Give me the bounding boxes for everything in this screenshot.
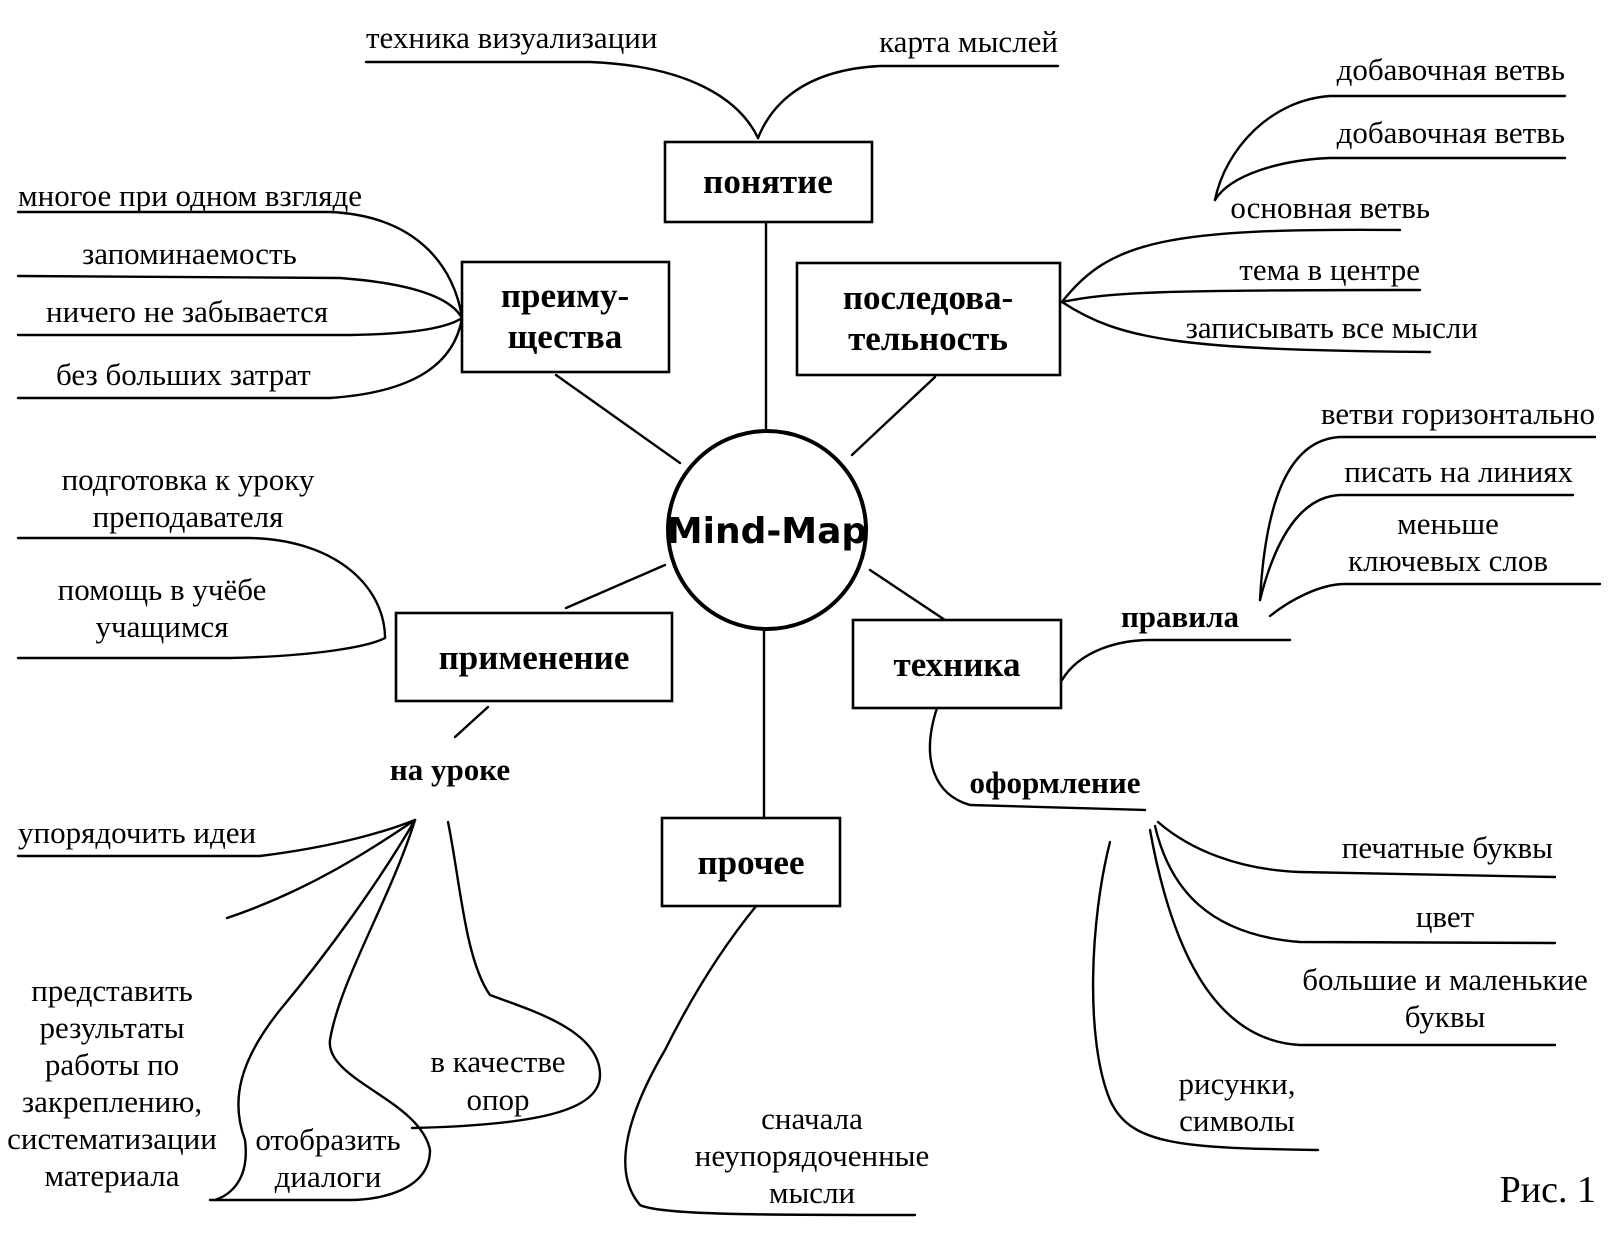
center-circle <box>666 429 868 631</box>
node-box-advantages <box>460 260 671 374</box>
center-label: Mind-Map <box>667 511 867 552</box>
leaf-lesson-2-line-6: материала <box>44 1158 179 1193</box>
node-label-sequence-1: последова- <box>843 278 1013 317</box>
leaf-lesson-2-line-5: систематизации <box>7 1121 217 1156</box>
link-app-lesson <box>453 705 490 739</box>
node-label-advantages-1: преиму- <box>501 276 629 315</box>
leaf-lesson-2-line-4: закреплению, <box>22 1084 202 1119</box>
leaf-rules-3-line-2: ключевых слов <box>1348 543 1548 578</box>
leaf-adv-1: многое при одном взгляде <box>18 178 362 213</box>
connector-lines <box>16 60 1602 1217</box>
leaf-seq-main: основная ветвь <box>1230 190 1430 225</box>
sub-label-lesson: на уроке <box>390 752 510 787</box>
leaf-app-1-line-2: преподавателя <box>93 499 284 534</box>
branch-lesson-2 <box>213 818 417 1202</box>
leaf-app-2-line-1: помощь в учёбе <box>58 572 267 607</box>
spoke-advantages <box>554 373 682 465</box>
figure-caption: Рис. 1 <box>1500 1169 1596 1211</box>
link-tech-rules <box>1060 638 1292 682</box>
node-label-other: прочее <box>697 843 804 882</box>
node-box-concept <box>663 140 874 224</box>
leaf-seq-theme: тема в центре <box>1239 252 1420 287</box>
node-label-sequence-2: тельность <box>848 319 1008 358</box>
node-label-concept: понятие <box>703 162 833 201</box>
leaf-seq-extra-1: добавочная ветвь <box>1337 52 1565 87</box>
branch-lesson-3 <box>208 818 432 1202</box>
branch-adv-2 <box>16 274 464 320</box>
leaf-app-2-line-2: учащимся <box>96 609 229 644</box>
leaf-design-3-line-2: буквы <box>1405 999 1486 1034</box>
leaf-adv-3: ничего не забывается <box>46 294 328 329</box>
spoke-sequence <box>850 375 937 457</box>
node-box-application <box>394 611 674 703</box>
leaf-adv-4: без больших затрат <box>56 357 311 392</box>
leaf-seq-write: записывать все мысли <box>1186 310 1478 345</box>
branch-adv-3 <box>16 316 464 337</box>
branch-seq-main <box>1060 228 1402 304</box>
branch-design-3 <box>1148 828 1557 1047</box>
branch-concept-visualization <box>364 60 760 140</box>
branch-design-1 <box>1156 820 1557 879</box>
branch-lesson-4 <box>410 820 602 1130</box>
leaf-design-4-line-2: символы <box>1179 1103 1295 1138</box>
branch-seq-extra-1 <box>1213 94 1567 202</box>
leaf-rules-2: писать на линиях <box>1344 454 1573 489</box>
leaf-lesson-1: упорядочить идеи <box>18 815 256 850</box>
leaf-app-1-line-1: подготовка к уроку <box>62 462 315 497</box>
node-label-application: применение <box>439 638 630 677</box>
branch-rules-1 <box>1258 435 1597 602</box>
sub-label-design: оформление <box>970 765 1141 800</box>
leaf-lesson-2-line-2: результаты <box>39 1010 184 1045</box>
leaf-concept-visualization: техника визуализации <box>366 20 657 55</box>
leaf-lesson-2-line-3: работы по <box>45 1047 179 1082</box>
leaf-other-line-2: неупорядоченные <box>695 1138 930 1173</box>
leaf-design-2: цвет <box>1416 899 1475 934</box>
leaf-other-line-3: мысли <box>769 1175 855 1210</box>
leaf-seq-extra-2: добавочная ветвь <box>1337 115 1565 150</box>
leaf-lesson-2-line-1: представить <box>31 973 193 1008</box>
branch-seq-theme <box>1060 288 1422 304</box>
leaf-rules-1: ветви горизонтально <box>1321 396 1595 431</box>
branch-adv-1 <box>16 210 464 320</box>
leaf-design-4-line-1: рисунки, <box>1179 1066 1296 1101</box>
branch-rules-3 <box>1268 582 1602 618</box>
node-box-sequence <box>795 261 1062 377</box>
branch-design-2 <box>1153 824 1557 945</box>
leaf-rules-3-line-1: меньше <box>1397 506 1499 541</box>
leaf-lesson-3-line-1: отобразить <box>255 1122 400 1157</box>
node-boxes <box>394 140 1063 908</box>
branch-app-2 <box>16 636 387 660</box>
leaf-lesson-3-line-2: диалоги <box>275 1159 382 1194</box>
leaf-lesson-4-line-2: опор <box>466 1082 529 1117</box>
node-box-other <box>660 816 842 908</box>
leaf-lesson-4-line-1: в качестве <box>430 1044 565 1079</box>
node-label-technique: техника <box>894 645 1021 684</box>
node-box-technique <box>851 618 1063 710</box>
branch-adv-4 <box>16 316 464 400</box>
branch-lesson-1-tail <box>225 818 417 920</box>
spoke-technique <box>868 568 947 622</box>
leaf-design-1: печатные буквы <box>1342 830 1553 865</box>
link-tech-design <box>928 706 1147 812</box>
labels: Mind-Map понятие преиму- щества последов… <box>7 20 1596 1211</box>
branch-design-4 <box>1091 840 1320 1152</box>
branch-concept-map <box>756 64 1060 140</box>
leaf-concept-map: карта мыслей <box>879 24 1058 59</box>
sub-label-rules: правила <box>1121 599 1240 634</box>
branch-lesson-1 <box>16 818 417 858</box>
branch-app-1 <box>16 536 387 640</box>
leaf-design-3-line-1: большие и маленькие <box>1302 962 1588 997</box>
node-label-advantages-2: щества <box>508 317 623 356</box>
branch-rules-2 <box>1258 493 1575 602</box>
leaf-adv-2: запоминаемость <box>82 236 297 271</box>
branch-seq-extra-2 <box>1213 156 1567 202</box>
leaf-other-line-1: сначала <box>761 1101 863 1136</box>
branch-other-1 <box>624 903 917 1217</box>
branch-seq-write <box>1060 300 1432 354</box>
spoke-application <box>564 563 667 610</box>
